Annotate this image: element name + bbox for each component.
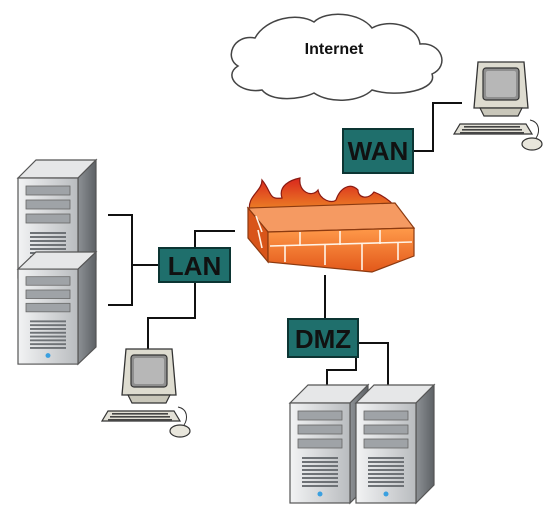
dmz-servers (289, 384, 435, 504)
server-tower-icon (355, 384, 435, 504)
zone-lan: LAN (158, 247, 231, 283)
wan-workstation (453, 61, 543, 151)
link-lan-firewall (194, 230, 235, 249)
zone-dmz-label: DMZ (295, 324, 351, 354)
link-dmz-server-left (326, 357, 357, 387)
zone-wan-label: WAN (348, 136, 409, 166)
zone-lan-label: LAN (168, 251, 221, 281)
server-tower-icon (17, 251, 97, 365)
lan-servers (17, 159, 97, 365)
lan-workstation (101, 348, 191, 438)
internet-label: Internet (305, 41, 364, 58)
internet-cloud-icon: Internet (230, 13, 443, 101)
link-wan-workstation (413, 102, 462, 152)
desktop-computer-icon (453, 61, 543, 151)
firewall-icon (246, 177, 416, 273)
link-lan-workstation (147, 282, 196, 352)
desktop-computer-icon (101, 348, 191, 438)
link-lan-servers (108, 214, 133, 306)
zone-wan: WAN (342, 128, 414, 174)
network-links (108, 102, 462, 388)
zone-dmz: DMZ (287, 318, 359, 358)
link-dmz-server-right (357, 342, 389, 388)
